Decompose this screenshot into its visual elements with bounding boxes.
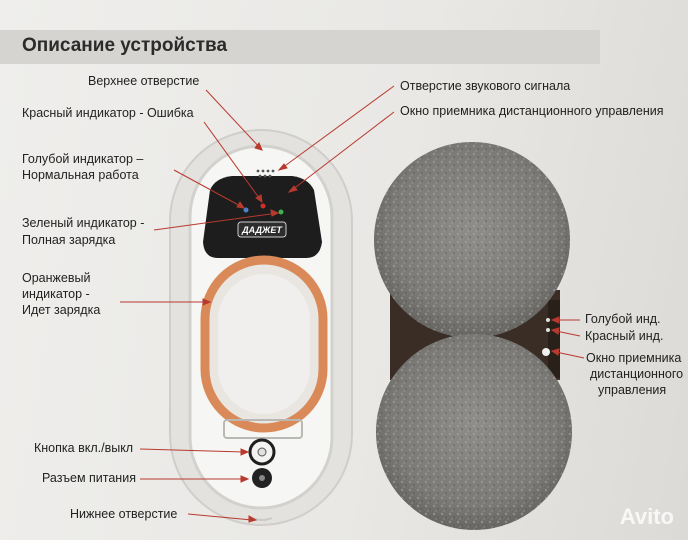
label-top-hole: Верхнее отверстие: [88, 74, 200, 88]
label-remote-window: Окно приемника дистанционного управления: [400, 104, 664, 118]
label-blue-ind: Голубой инд.: [585, 312, 661, 326]
label-blue-line1: Голубой индикатор –: [22, 152, 144, 166]
green-led: [278, 209, 284, 215]
watermark-logo: Avito: [619, 504, 674, 529]
blue-ind-dot: [546, 318, 550, 322]
robot-back-view: [374, 142, 572, 530]
label-orange-line1: Оранжевый: [22, 271, 91, 285]
label-sound-hole: Отверстие звукового сигнала: [400, 79, 571, 93]
label-power-jack: Разъем питания: [42, 471, 136, 485]
label-bottom-hole: Нижнее отверстие: [70, 507, 178, 521]
brand-logo: ДАДЖЕТ: [237, 221, 287, 238]
label-orange-line3: Идет зарядка: [22, 303, 101, 317]
red-led: [260, 203, 266, 209]
label-remote2-line2: дистанционного: [590, 367, 684, 381]
callout-arrows: [120, 85, 585, 523]
sound-hole-dots: [256, 169, 275, 178]
title-bar: [0, 30, 600, 64]
label-orange-line2: индикатор -: [22, 287, 90, 301]
label-blue-line2: Нормальная работа: [22, 168, 139, 182]
red-ind-dot: [546, 328, 550, 332]
remote-receiver-dot: [542, 348, 550, 356]
label-red-ind: Красный инд.: [585, 329, 664, 343]
label-red-error: Красный индикатор - Ошибка: [22, 106, 194, 120]
label-green-line2: Полная зарядка: [22, 233, 116, 247]
label-remote2-line1: Окно приемника: [586, 351, 682, 365]
svg-text:ДАДЖЕТ: ДАДЖЕТ: [241, 225, 283, 235]
label-green-line1: Зеленый индикатор -: [22, 216, 145, 230]
label-power-button: Кнопка вкл./выкл: [34, 441, 134, 455]
blue-led: [243, 207, 249, 213]
label-remote2-line3: управления: [598, 383, 667, 397]
robot-front-view: ДАДЖЕТ: [169, 129, 353, 526]
page-title: Описание устройства: [22, 35, 228, 56]
